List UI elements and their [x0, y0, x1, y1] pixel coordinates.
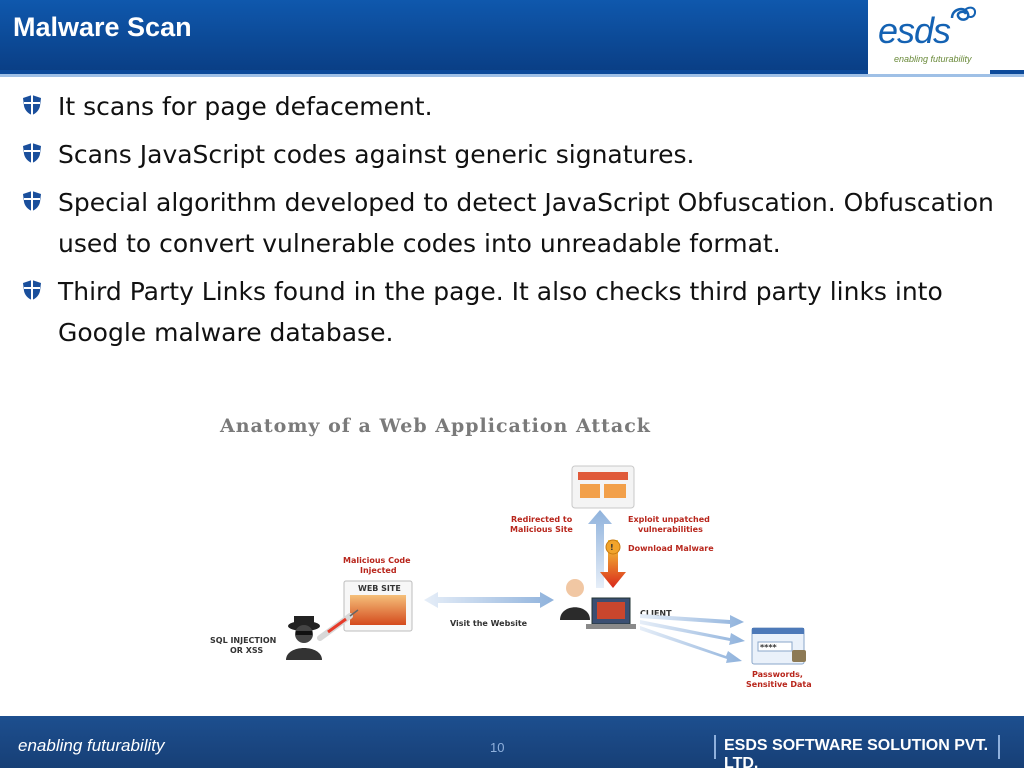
bullet-text: Third Party Links found in the page. It … — [58, 277, 943, 347]
warning-icon — [605, 539, 621, 555]
attack-diagram: ! Redirected to Malicious Site Exploit u… — [210, 465, 812, 689]
label-redirected-2: Malicious Site — [510, 525, 573, 534]
bullet-item: It scans for page defacement. — [20, 86, 1010, 127]
bullet-text: It scans for page defacement. — [58, 92, 433, 121]
label-visit: Visit the Website — [450, 619, 528, 628]
label-redirected-1: Redirected to — [511, 515, 573, 524]
client-user-icon — [560, 579, 636, 629]
header-divider-light — [0, 74, 1024, 77]
shield-bullet-icon — [23, 191, 41, 211]
footer-company-name: ESDS SOFTWARE SOLUTION PVT. LTD. — [724, 737, 989, 768]
data-arrow-3 — [640, 626, 742, 663]
label-sql-2: OR XSS — [230, 646, 263, 655]
shield-bullet-icon — [23, 280, 41, 300]
label-passwords-2: Sensitive Data — [746, 680, 812, 689]
hacker-icon — [286, 616, 322, 660]
password-window-icon: **** — [751, 627, 806, 665]
label-exploit-2: vulnerabilities — [638, 525, 703, 534]
bullet-item: Scans JavaScript codes against generic s… — [20, 134, 1010, 175]
footer-tagline: enabling futurability — [18, 736, 165, 755]
bullet-text: Scans JavaScript codes against generic s… — [58, 140, 695, 169]
website-box: WEB SITE — [343, 580, 413, 632]
label-download: Download Malware — [628, 544, 714, 553]
logo-tagline: enabling futurability — [894, 54, 972, 64]
syringe-icon — [317, 609, 359, 641]
label-website: WEB SITE — [358, 584, 401, 593]
data-arrow-2 — [640, 620, 745, 645]
bullet-text: Special algorithm developed to detect Ja… — [58, 188, 994, 258]
label-malicious-code-2: Injected — [360, 566, 397, 575]
footer-divider-right — [998, 735, 1000, 759]
svg-text:!: ! — [610, 543, 614, 552]
malicious-site-window — [571, 465, 635, 509]
label-sql-1: SQL INJECTION — [210, 636, 276, 645]
slide-title: Malware Scan — [13, 12, 192, 42]
shield-bullet-icon — [23, 143, 41, 163]
bullet-item: Third Party Links found in the page. It … — [20, 271, 1010, 353]
svg-text:****: **** — [760, 643, 778, 652]
label-exploit-1: Exploit unpatched — [628, 515, 710, 524]
redirect-arrow — [588, 510, 612, 588]
diagram-title: Anatomy of a Web Application Attack — [220, 415, 651, 437]
bullet-list: It scans for page defacement. Scans Java… — [20, 86, 1010, 360]
logo-swirl-icon — [950, 6, 977, 21]
download-arrow — [600, 540, 626, 588]
data-arrow-1 — [640, 614, 744, 628]
label-malicious-code-1: Malicious Code — [343, 556, 411, 565]
slide-header: Malware Scan — [0, 0, 868, 70]
bullet-item: Special algorithm developed to detect Ja… — [20, 182, 1010, 264]
slide-footer: enabling futurability 10 ESDS SOFTWARE S… — [0, 716, 1024, 768]
visit-arrow — [424, 592, 554, 608]
company-logo: esds enabling futurability — [868, 0, 990, 74]
shield-bullet-icon — [23, 95, 41, 115]
label-passwords-1: Passwords, — [752, 670, 803, 679]
logo-wordmark: esds — [878, 10, 951, 51]
label-client: CLIENT — [640, 609, 672, 618]
header-divider — [0, 70, 1024, 74]
page-number: 10 — [490, 740, 505, 755]
footer-divider-left — [714, 735, 716, 759]
